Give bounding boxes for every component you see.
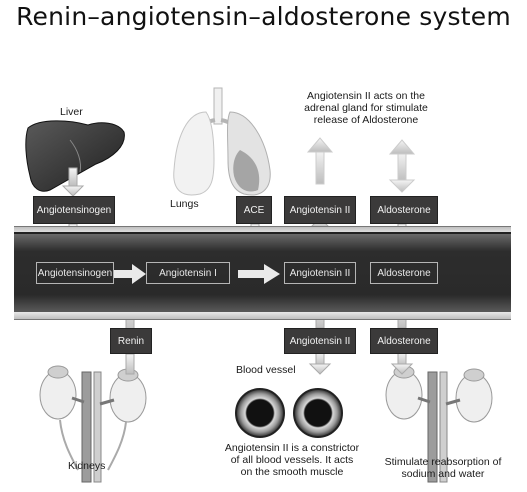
vessel-angiotensin-i-box: Angiotensin I xyxy=(146,262,230,284)
vessel-angiotensinogen-box: Angiotensinogen xyxy=(36,262,114,284)
page-title: Renin–angiotensin–aldosterone system xyxy=(16,2,511,31)
adrenal-note: Angiotensin II acts on the adrenal gland… xyxy=(304,90,428,126)
kidneys-right-illustration xyxy=(385,365,493,483)
liver-label: Liver xyxy=(60,106,83,118)
vessel-aldosterone-box: Aldosterone xyxy=(370,262,438,284)
blood-vessel-illustration xyxy=(235,388,343,438)
flow-arrow-2 xyxy=(238,264,280,284)
angiotensinogen-box: Angiotensinogen xyxy=(33,196,115,224)
lungs-label: Lungs xyxy=(170,198,199,210)
constrictor-note: Angiotensin II is a constrictor of all b… xyxy=(224,442,360,478)
vessel-wall-top xyxy=(14,226,511,234)
aldosterone-bottom-box: Aldosterone xyxy=(370,328,438,354)
vessel-wall-bottom xyxy=(14,312,511,320)
arrow-adrenal-up xyxy=(306,137,334,185)
arrow-aldosterone-top xyxy=(388,139,416,193)
lungs-illustration xyxy=(173,87,271,196)
kidneys-label: Kidneys xyxy=(68,460,106,472)
angiotensin-ii-bottom-box: Angiotensin II xyxy=(284,328,356,354)
kidneys-illustration xyxy=(39,365,147,483)
ace-box: ACE xyxy=(236,196,272,224)
vessel-angiotensin-ii-box: Angiotensin II xyxy=(284,262,356,284)
arrow-liver-down xyxy=(61,167,85,197)
angiotensin-ii-top-box: Angiotensin II xyxy=(284,196,356,224)
renin-box: Renin xyxy=(110,328,152,354)
reabsorption-note: Stimulate reabsorption of sodium and wat… xyxy=(384,456,502,480)
flow-arrow-1 xyxy=(114,264,146,284)
aldosterone-top-box: Aldosterone xyxy=(370,196,438,224)
blood-vessel-label: Blood vessel xyxy=(236,364,296,376)
liver-illustration xyxy=(25,120,125,192)
